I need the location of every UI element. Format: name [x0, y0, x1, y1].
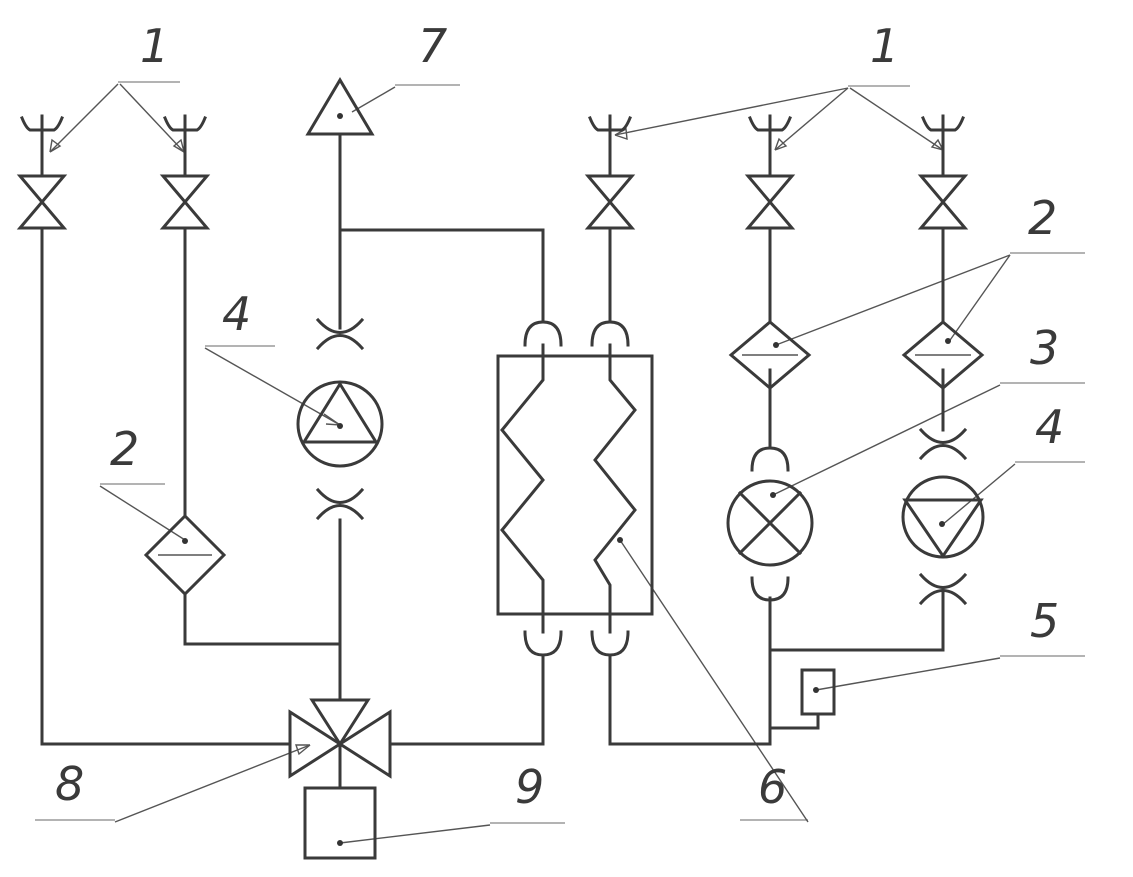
filters	[143, 320, 985, 597]
label-6: 6	[758, 760, 787, 814]
filter-left	[143, 513, 227, 597]
valve-1	[16, 174, 68, 230]
label-7: 7	[418, 19, 447, 73]
nozzle-3	[588, 114, 632, 178]
filter-right-2	[901, 320, 985, 390]
label-8: 8	[55, 757, 84, 811]
label-3: 3	[1030, 321, 1059, 375]
dispenser-nozzles	[20, 114, 965, 178]
valve-4	[744, 174, 796, 230]
label-1-right: 1	[870, 19, 899, 73]
sensor-box	[800, 668, 836, 716]
valve-2	[159, 174, 211, 230]
pump-central	[296, 380, 384, 468]
label-4-left: 4	[222, 287, 251, 341]
shutoff-valves	[16, 174, 969, 230]
label-2-left: 2	[110, 422, 139, 476]
pointer-lines	[49, 83, 1016, 844]
nozzle-4	[748, 114, 792, 178]
pump-right	[901, 475, 985, 559]
label-9: 9	[515, 760, 544, 814]
triangle-outlet	[305, 77, 375, 136]
label-2-right: 2	[1028, 191, 1057, 245]
nozzle-5	[921, 114, 965, 178]
reference-numerals: 1 7 1 2 4 3 2 4 5 8 9 6	[55, 19, 1064, 814]
filter-right-1	[728, 320, 812, 390]
piping	[40, 132, 945, 746]
valve-5	[917, 174, 969, 230]
nozzle-2	[163, 114, 207, 178]
valve-actuator	[303, 786, 377, 860]
heat-exchanger	[496, 343, 654, 634]
leader-lines	[35, 81, 1085, 824]
nozzle-1	[20, 114, 64, 178]
flow-meter	[726, 479, 814, 567]
label-4-right: 4	[1035, 400, 1064, 454]
label-5: 5	[1030, 594, 1059, 648]
couplings	[315, 317, 968, 657]
three-way-valve	[288, 698, 392, 860]
label-1-left: 1	[140, 19, 169, 73]
valve-3	[584, 174, 636, 230]
